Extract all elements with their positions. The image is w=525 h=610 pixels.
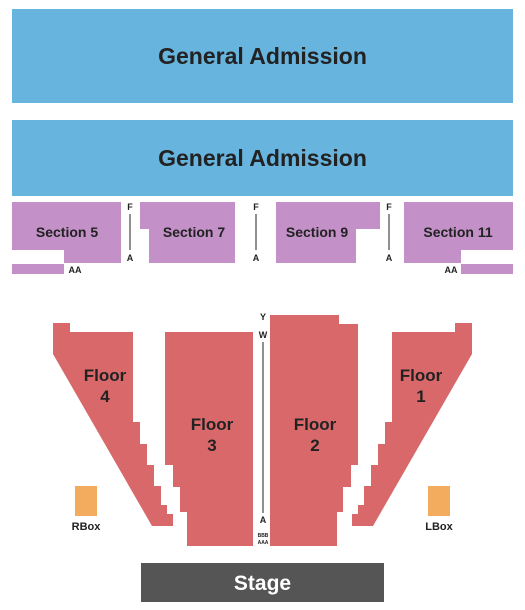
center-aisle: Y W A BBB AAA [258,312,269,546]
aisle-1: F A [127,202,134,263]
lbox[interactable]: LBox [425,486,454,533]
center-aisle-row-y: Y [260,312,266,322]
section-9-area[interactable] [276,202,380,263]
lbox-label: LBox [425,521,453,533]
section-11-area[interactable] [404,202,513,263]
section-5-label: Section 5 [36,224,98,240]
aisle-2-row-f: F [253,202,259,212]
aisle-3-row-f: F [386,202,392,212]
floor-2-label-line1: Floor [294,415,337,434]
center-aisle-row-a: A [260,515,267,525]
stage-label: Stage [234,572,291,595]
section-7[interactable]: Section 7 [140,202,235,263]
section-9[interactable]: Section 9 [276,202,380,263]
aisle-1-row-f: F [127,202,133,212]
section-11-label: Section 11 [423,224,492,240]
center-aisle-row-bbb: BBB [258,533,269,539]
floor-1-label-line1: Floor [400,366,443,385]
floor-3-label-line2: 3 [207,436,216,455]
floor-2-area[interactable] [270,315,358,546]
section-9-label: Section 9 [286,224,348,240]
section-5-area[interactable] [12,202,121,263]
general-admission-upper-label: General Admission [158,43,367,69]
center-aisle-row-aaa: AAA [258,540,269,546]
floor-1-label-line2: 1 [416,387,425,406]
rbox-label: RBox [72,521,102,533]
floor-2-label-line2: 2 [310,436,319,455]
floor-2[interactable]: Floor 2 [270,315,358,546]
section-5-row-aa[interactable] [12,264,64,274]
section-11[interactable]: Section 11 AA [404,202,513,275]
section-5[interactable]: Section 5 AA [12,202,121,275]
general-admission-upper[interactable]: General Admission [12,9,513,103]
floor-4-label-line2: 4 [100,387,110,406]
floor-4[interactable]: Floor 4 [53,323,173,526]
rbox[interactable]: RBox [72,486,102,533]
floor-1-area[interactable] [352,323,472,526]
aisle-2-row-a: A [253,253,260,263]
floor-3[interactable]: Floor 3 [165,332,253,546]
rbox-area[interactable] [75,486,97,516]
section-5-row-aa-label: AA [69,265,82,275]
general-admission-lower-label: General Admission [158,145,367,171]
floor-4-area[interactable] [53,323,173,526]
section-11-row-aa[interactable] [461,264,513,274]
aisle-3-row-a: A [386,253,393,263]
section-11-row-aa-label: AA [445,265,458,275]
general-admission-lower-area[interactable] [12,120,513,196]
general-admission-upper-area[interactable] [12,9,513,103]
floor-3-label-line1: Floor [191,415,234,434]
stage-area [141,563,384,602]
section-7-area[interactable] [140,202,235,263]
section-7-label: Section 7 [163,224,225,240]
lbox-area[interactable] [428,486,450,516]
aisle-3: F A [386,202,393,263]
center-aisle-row-w: W [259,330,268,340]
floor-4-label-line1: Floor [84,366,127,385]
aisle-2: F A [253,202,260,263]
aisle-1-row-a: A [127,253,134,263]
general-admission-lower[interactable]: General Admission [12,120,513,196]
floor-1[interactable]: Floor 1 [352,323,472,526]
floor-3-area[interactable] [165,332,253,546]
stage: Stage [141,563,384,602]
